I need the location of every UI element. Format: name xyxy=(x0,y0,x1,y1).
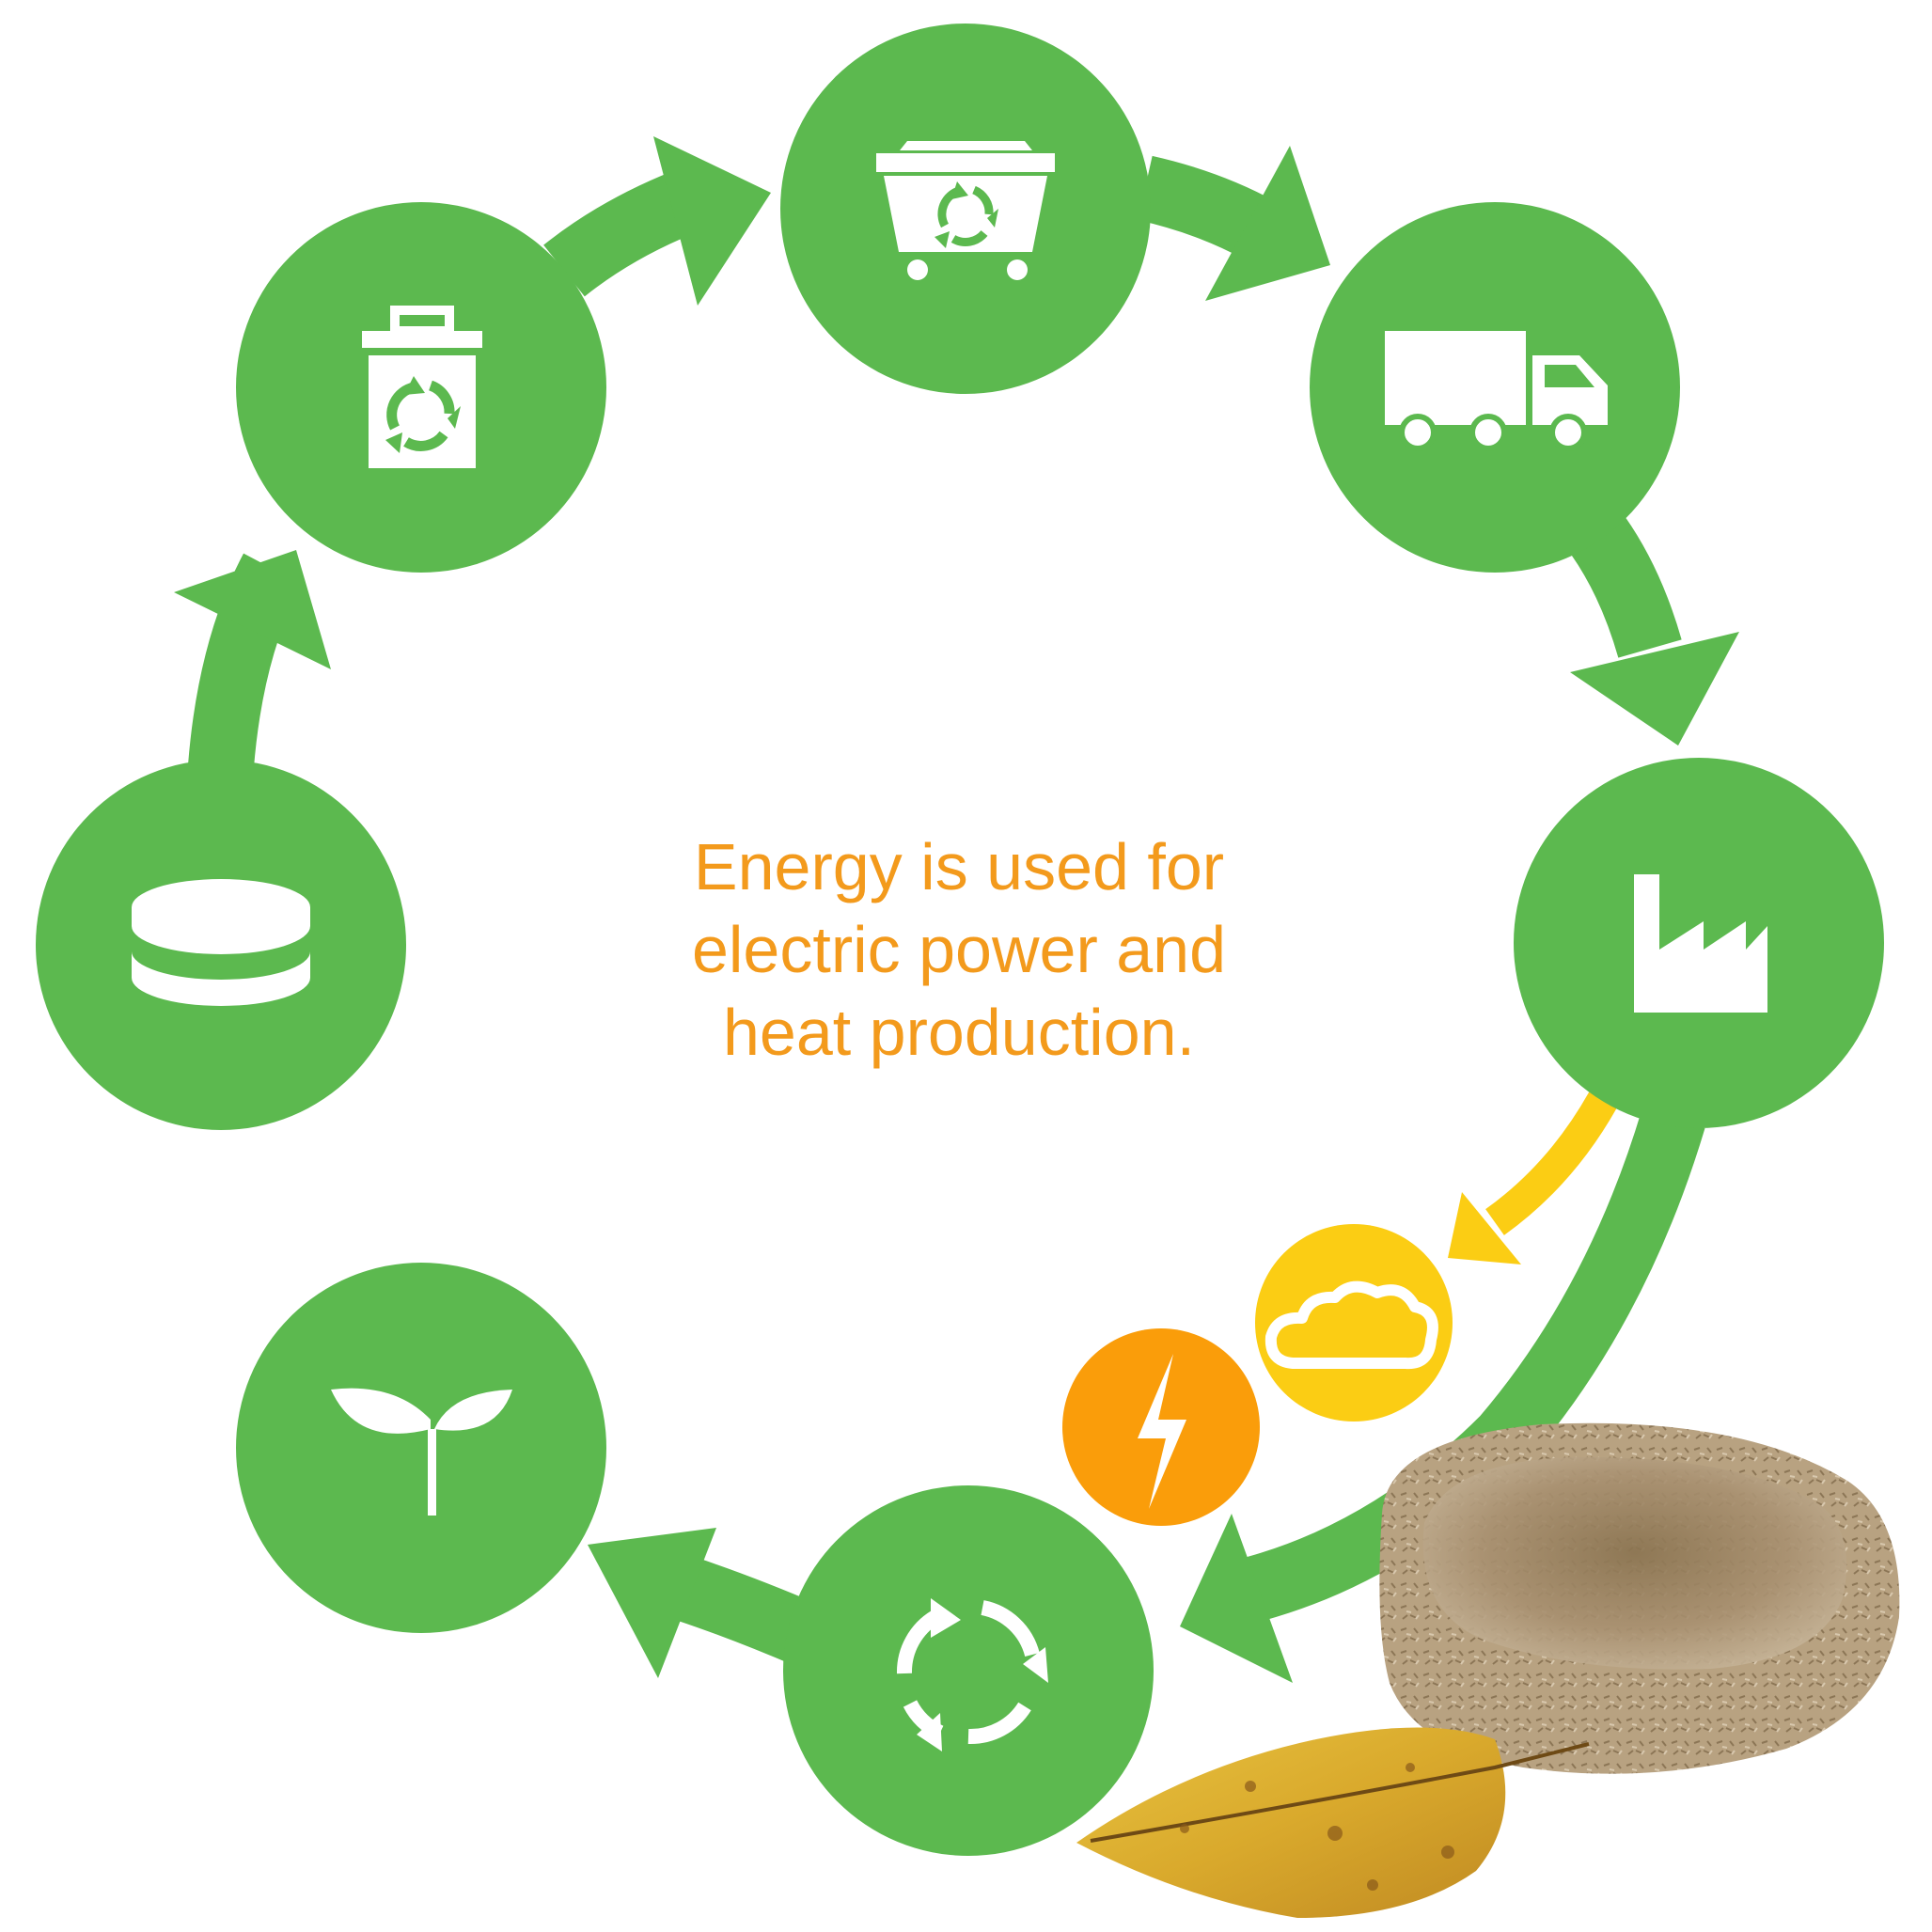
truck-node xyxy=(1310,202,1680,573)
caption-line-3: heat production. xyxy=(722,996,1196,1069)
arrowhead-truck-to-factory xyxy=(1570,632,1739,746)
cloud-icon xyxy=(1264,1280,1438,1370)
arrow-container-to-truck xyxy=(1138,155,1276,259)
caption-line-2: electric power and xyxy=(691,913,1227,986)
truck-icon xyxy=(1385,331,1608,451)
sprout-icon xyxy=(331,1388,512,1516)
energy-caption: Energy is used for electric power and he… xyxy=(602,825,1316,1074)
arrowhead-recycle-to-plant xyxy=(588,1528,716,1678)
electricity-node xyxy=(1062,1328,1260,1526)
recycle-arrows-icon xyxy=(897,1598,1048,1751)
caption-line-1: Energy is used for xyxy=(693,830,1225,903)
arrowhead-bin-to-container xyxy=(653,136,771,306)
biomass-bowl-with-leaf-image xyxy=(1076,1422,1900,1918)
recycle-node xyxy=(783,1485,1154,1856)
arrowhead-factory-to-recycle xyxy=(1180,1514,1293,1683)
arrowhead-tablet-to-bin xyxy=(174,550,331,669)
factory-node xyxy=(1514,758,1884,1128)
recycling-container-icon xyxy=(876,141,1055,280)
recycling-bin-icon xyxy=(362,306,482,468)
plant-node xyxy=(236,1263,606,1633)
cycle-arrowheads xyxy=(174,136,1739,1683)
tablet-node xyxy=(36,760,406,1130)
recycling-bin-node xyxy=(236,202,606,573)
lightning-icon xyxy=(1138,1354,1186,1509)
arrow-truck-to-factory xyxy=(1571,516,1682,658)
arrow-factory-to-heat xyxy=(1448,1092,1617,1264)
heat-node xyxy=(1255,1224,1453,1422)
factory-icon xyxy=(1634,874,1767,1013)
coin-stack-icon xyxy=(132,879,310,1006)
arrowhead-container-to-truck xyxy=(1205,146,1330,301)
recycling-container-node xyxy=(780,24,1151,394)
